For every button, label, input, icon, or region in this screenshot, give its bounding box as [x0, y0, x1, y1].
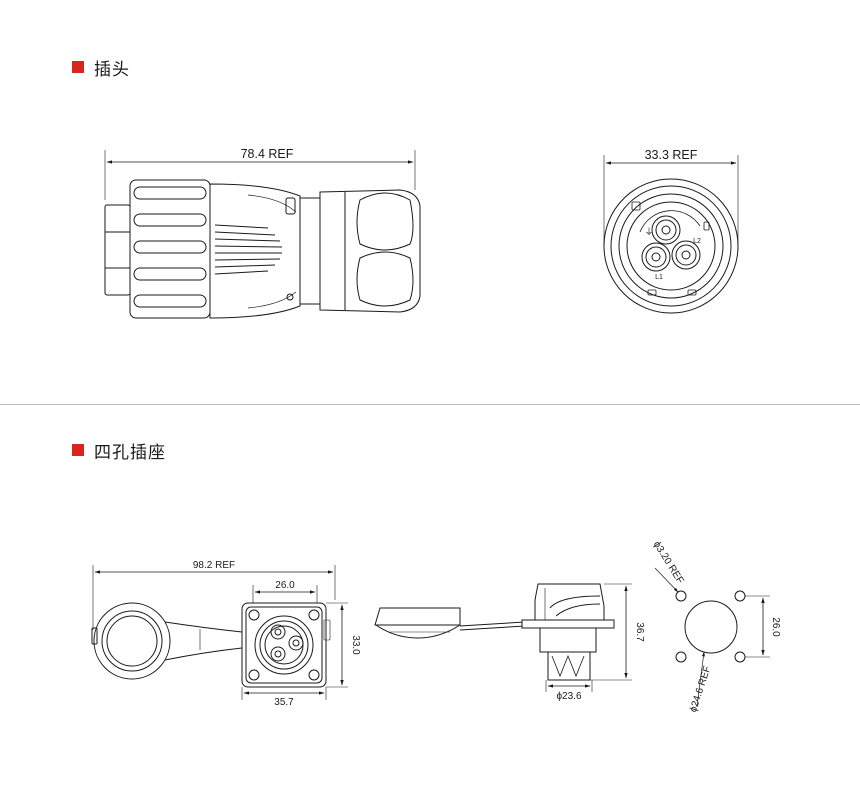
- socket-flange-inner-label: 26.0: [275, 580, 295, 591]
- socket-flange-height-label: 33.0: [350, 635, 361, 655]
- socket-side-view: [374, 583, 632, 692]
- pin-label-l1: L1: [655, 274, 663, 281]
- plug-diameter-label: 33.3 REF: [645, 148, 698, 162]
- section-title-socket: 四孔插座: [72, 440, 166, 463]
- plug-length-label: 78.4 REF: [241, 147, 294, 161]
- red-square-icon: [72, 61, 84, 73]
- plug-side-view: [104, 150, 421, 319]
- socket-total-length-label: 98.2 REF: [193, 560, 235, 571]
- plug-title: 插头: [94, 59, 130, 80]
- panel-spacing-label: 26.0: [770, 617, 781, 637]
- socket-title: 四孔插座: [94, 442, 166, 463]
- pin-l2: [671, 240, 701, 270]
- ground-pin: [651, 215, 681, 245]
- socket-body-diameter-label: ϕ23.6: [556, 691, 582, 702]
- panel-bore-label: ϕ24.6 REF: [688, 665, 713, 714]
- red-square-icon: [72, 444, 84, 456]
- ground-symbol: ⏚: [644, 227, 653, 237]
- panel-cutout-view: [654, 567, 770, 707]
- socket-height-label: 36.7: [634, 622, 645, 642]
- pin-label-l2: L2: [693, 238, 701, 245]
- panel-hole-label: ϕ3.20 REF: [651, 539, 686, 585]
- socket-top-view: [91, 565, 348, 700]
- socket-flange-outer-label: 35.7: [274, 697, 294, 708]
- section-divider: [0, 404, 860, 405]
- section-title-plug: 插头: [72, 57, 130, 80]
- pin-l1: [641, 242, 671, 272]
- plug-front-view: [603, 155, 739, 314]
